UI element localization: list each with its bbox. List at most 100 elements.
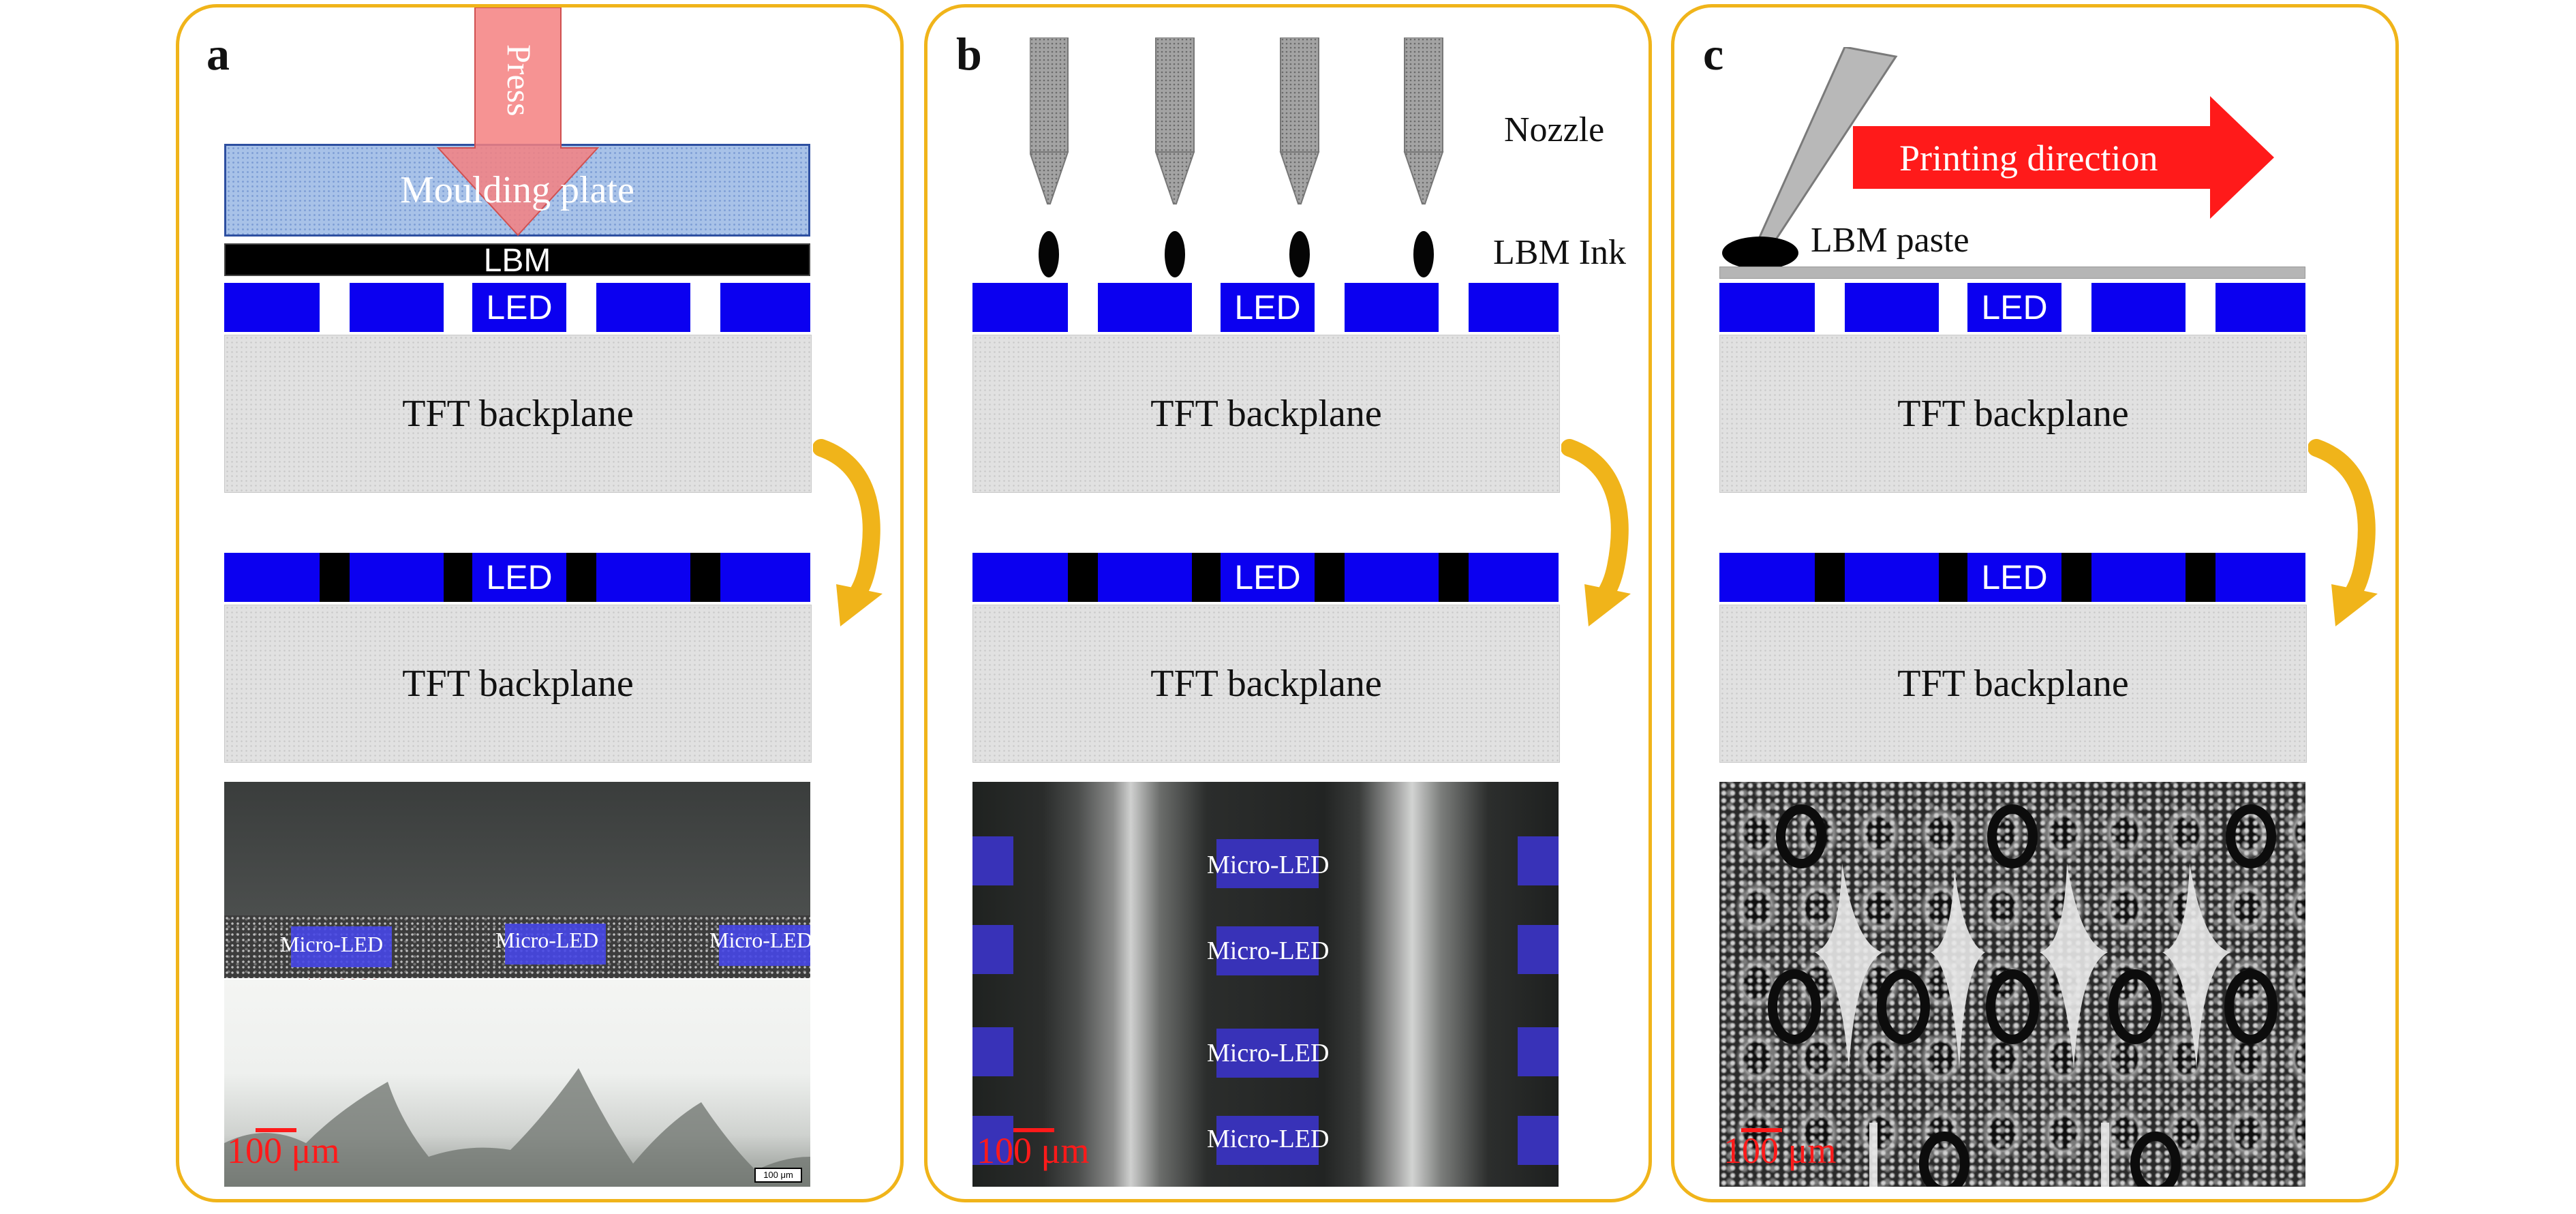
led-segment xyxy=(350,553,444,602)
process-arrow xyxy=(1561,439,1631,626)
tft-label: TFT backplane xyxy=(402,663,634,705)
micro-led-label: Micro-LED xyxy=(280,932,384,956)
micrograph-b: Micro-LED Micro-LED Micro-LED Micro-LED … xyxy=(972,782,1559,1187)
micro-led-block xyxy=(1216,1116,1319,1165)
led-segment xyxy=(972,553,1068,602)
micro-led-block xyxy=(719,925,810,966)
panel-label: b xyxy=(956,28,982,80)
press-label: Press xyxy=(500,44,538,117)
led-label: LED xyxy=(1981,288,2048,327)
micro-led-label: Micro-LED xyxy=(1207,1039,1330,1067)
led-segment xyxy=(1098,553,1192,602)
micro-led-block xyxy=(1518,1027,1559,1076)
scale-label: 100 μm xyxy=(227,1130,340,1171)
tft-label: TFT backplane xyxy=(1897,663,2129,705)
led-row-filled: LED xyxy=(1719,553,2305,602)
lbm-layer xyxy=(224,243,810,276)
panel-c: c Printing direction LBM paste LED TFT b… xyxy=(1671,4,2399,1202)
micro-led-block xyxy=(1518,1116,1559,1165)
panel-a: a Press Moulding plate LBM LED TFT backp… xyxy=(176,4,904,1202)
micro-led-block xyxy=(1216,839,1319,888)
led-segment xyxy=(2215,553,2305,602)
tft-label: TFT backplane xyxy=(402,393,634,435)
pattern-overlay xyxy=(1768,804,2278,1187)
led-label: LED xyxy=(1234,288,1301,327)
led-segment xyxy=(1345,283,1439,332)
nozzle-icon xyxy=(1279,37,1320,277)
micro-led-block xyxy=(291,926,392,967)
tft-label: TFT backplane xyxy=(1150,663,1382,705)
micro-led-label: Micro-LED xyxy=(1207,1125,1330,1153)
led-label: LED xyxy=(1234,558,1301,596)
led-segment xyxy=(720,283,810,332)
panel-b: b Nozzle LBM Ink xyxy=(924,4,1652,1202)
printing-direction-label: Printing direction xyxy=(1899,138,2158,179)
micro-led-block xyxy=(505,924,606,965)
tft-backplane-bottom: TFT backplane xyxy=(224,605,812,763)
press-arrow xyxy=(436,7,600,237)
nozzle-icon xyxy=(1154,37,1195,277)
led-row-filled: LED xyxy=(972,553,1559,602)
led-segment xyxy=(596,283,690,332)
nozzle-label: Nozzle xyxy=(1504,110,1605,149)
led-segment xyxy=(1098,283,1192,332)
led-segment xyxy=(472,553,566,602)
nozzle-icon xyxy=(1403,37,1444,277)
led-row-top: LED xyxy=(972,283,1559,332)
led-segment xyxy=(1967,283,2061,332)
micrograph-c: 100 μm xyxy=(1719,782,2305,1187)
scale-bar xyxy=(1741,1128,1782,1132)
tft-backplane-top: TFT backplane xyxy=(1719,335,2307,493)
tft-backplane-top: TFT backplane xyxy=(224,335,812,493)
led-segment xyxy=(1967,553,2061,602)
lbm-paste-label: LBM paste xyxy=(1811,221,1969,260)
micrograph-a: Micro-LED Micro-LED Micro-LED (1) 136.26… xyxy=(224,782,810,1187)
led-segment xyxy=(1221,283,1315,332)
led-label: LED xyxy=(1981,558,2048,596)
led-label: LED xyxy=(486,288,553,327)
led-row-top: LED xyxy=(224,283,810,332)
micro-led-label: Micro-LED xyxy=(709,928,810,952)
scale-label: 100 μm xyxy=(1723,1130,1837,1171)
scale-box-label: 100 μm xyxy=(763,1170,793,1180)
printing-direction-arrow xyxy=(1853,96,2274,219)
led-segment xyxy=(350,283,444,332)
tft-backplane-bottom: TFT backplane xyxy=(1719,605,2307,763)
led-segment xyxy=(224,283,320,332)
tft-backplane-top: TFT backplane xyxy=(972,335,1560,493)
process-arrow xyxy=(813,439,883,626)
led-segment xyxy=(2215,283,2305,332)
scale-bar xyxy=(256,1128,296,1132)
process-arrow xyxy=(2308,439,2378,626)
micro-led-block xyxy=(1216,926,1319,975)
micro-led-label: Micro-LED xyxy=(1207,937,1330,965)
micro-led-block xyxy=(1216,1029,1319,1078)
micro-led-label: Micro-LED xyxy=(1207,851,1330,879)
micro-led-block xyxy=(1518,836,1559,885)
substrate-ridges xyxy=(224,1068,810,1187)
dark-region xyxy=(224,782,810,918)
led-segment xyxy=(596,553,690,602)
led-segment xyxy=(1469,283,1559,332)
led-label: LED xyxy=(486,558,553,596)
scale-label: 100 μm xyxy=(977,1130,1090,1171)
tft-label: TFT backplane xyxy=(1897,393,2129,435)
led-segment xyxy=(720,553,810,602)
scale-box: 100 μm xyxy=(754,1168,802,1183)
panel-label: a xyxy=(206,28,230,80)
micro-led-block xyxy=(1518,925,1559,974)
led-segment xyxy=(1469,553,1559,602)
led-row-top: LED xyxy=(1719,283,2305,332)
scale-bar xyxy=(1013,1128,1054,1132)
led-segment xyxy=(472,283,566,332)
micro-led-block xyxy=(972,1027,1013,1076)
led-segment xyxy=(224,553,320,602)
squeegee-blade-icon xyxy=(1722,47,1898,269)
nozzle-array xyxy=(1030,37,1444,277)
led-segment xyxy=(1845,553,1939,602)
led-segment xyxy=(1845,283,1939,332)
lbm-label: LBM xyxy=(483,243,551,279)
panel-label: c xyxy=(1703,28,1724,80)
ink-label: LBM Ink xyxy=(1493,233,1626,272)
led-segment xyxy=(1719,553,1815,602)
